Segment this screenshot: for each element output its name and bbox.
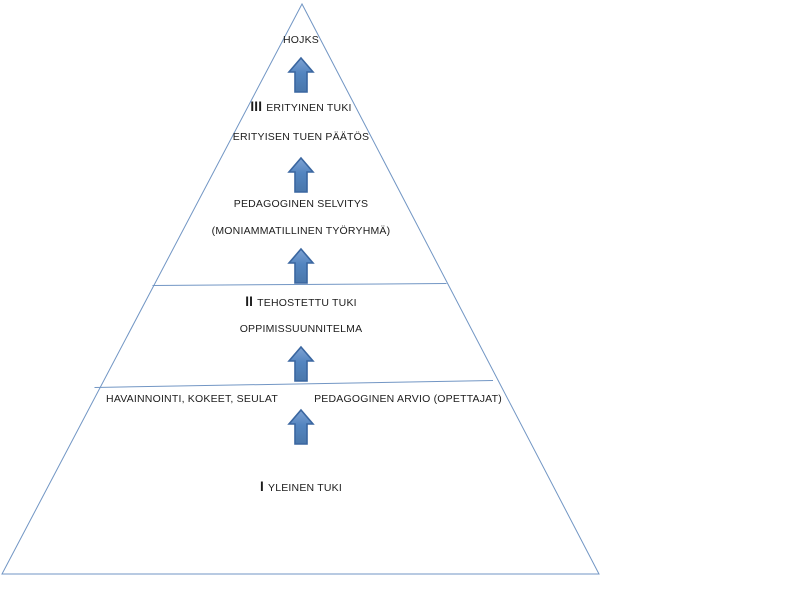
tier2-title: TEHOSTETTU TUKI [257, 297, 357, 309]
tier2-numeral: II [245, 294, 254, 309]
tier1-title: YLEINEN TUKI [267, 482, 342, 494]
up-arrow-icon [287, 345, 315, 382]
tier3-title: ERITYINEN TUKI [266, 102, 352, 114]
tier3-workgroup-label: (MONIAMMATILLINEN TYÖRYHMÄ) [211, 225, 391, 237]
tier3-decision-label: ERITYISEN TUEN PÄÄTÖS [232, 131, 370, 143]
tier1-assessment-label: PEDAGOGINEN ARVIO (OPETTAJAT) [314, 393, 502, 405]
tier3-heading: III ERITYINEN TUKI [250, 100, 351, 115]
tier-divider-upper [152, 283, 447, 286]
up-arrow-icon [287, 56, 315, 93]
tier1-numeral: I [260, 479, 264, 494]
tier-divider-lower [94, 380, 494, 388]
tier2-heading: II TEHOSTETTU TUKI [245, 295, 357, 310]
tier3-report-label: PEDAGOGINEN SELVITYS [233, 198, 369, 210]
tier1-heading: I YLEINEN TUKI [260, 480, 342, 495]
up-arrow-icon [287, 247, 315, 284]
pyramid-outline [1, 2, 600, 575]
tier3-numeral: III [250, 99, 263, 114]
up-arrow-icon [287, 156, 315, 193]
up-arrow-icon [287, 408, 315, 445]
apex-label: HOJKS [282, 34, 320, 46]
tier2-plan-label: OPPIMISSUUNNITELMA [239, 323, 363, 335]
tier1-observation-label: HAVAINNOINTI, KOKEET, SEULAT [106, 393, 278, 405]
